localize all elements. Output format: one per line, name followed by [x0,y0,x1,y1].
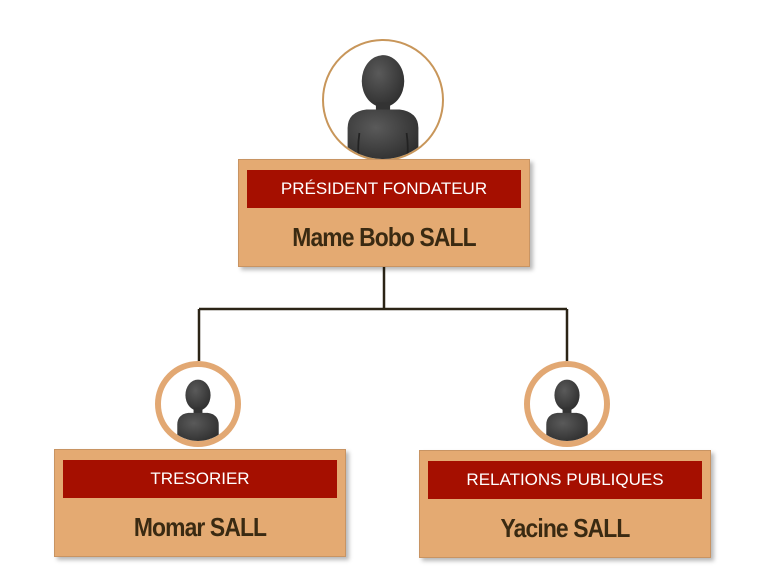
member-name: Mame Bobo SALL [292,222,476,252]
role-label: TRESORIER [63,460,337,498]
member-name: Yacine SALL [500,513,631,543]
node-president: PRÉSIDENT FONDATEUR Mame Bobo SALL [238,159,530,267]
node-tresorier: TRESORIER Momar SALL [54,449,346,557]
member-name: Momar SALL [133,512,267,542]
person-silhouette-icon [347,55,419,159]
person-silhouette-icon [546,379,588,441]
node-relations-publiques: RELATIONS PUBLIQUES Yacine SALL [419,450,711,558]
avatar-tresorier [155,361,241,447]
person-silhouette-icon [177,379,219,441]
role-label: RELATIONS PUBLIQUES [428,461,702,499]
role-label: PRÉSIDENT FONDATEUR [247,170,521,208]
avatar-root [322,39,444,161]
avatar-relations-publiques [524,361,610,447]
